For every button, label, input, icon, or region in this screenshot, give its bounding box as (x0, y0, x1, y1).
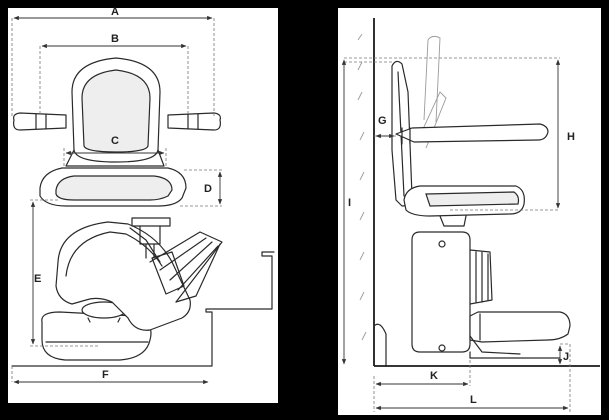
side-carriage (411, 231, 471, 353)
dimension-label-c: C (111, 135, 119, 147)
front-floor-stair-profile (11, 251, 275, 367)
front-footrest (41, 311, 152, 361)
dimension-label-k: K (430, 370, 438, 382)
front-rail (149, 231, 223, 303)
dimension-label-e: E (34, 273, 41, 285)
dimension-label-f: F (102, 369, 109, 381)
front-carriage-body (55, 221, 191, 331)
dimension-label-a: A (111, 6, 119, 18)
dimension-label-h: H (567, 131, 575, 143)
dimension-label-b: B (111, 33, 119, 45)
front-seat-swivel (131, 217, 171, 227)
dimension-label-i: I (348, 197, 351, 209)
front-right-armrest (167, 112, 221, 131)
front-seat-cushion (55, 175, 173, 201)
front-view: A B C D E F (11, 6, 275, 385)
front-left-armrest (13, 112, 67, 131)
dimension-label-j: J (563, 351, 569, 363)
side-armrest (395, 123, 549, 143)
dimension-label-d: D (204, 183, 212, 195)
side-footrest (469, 311, 571, 343)
dimension-label-l: L (470, 394, 477, 406)
side-seat-cushion (425, 191, 520, 207)
dimension-label-g: G (378, 115, 387, 127)
side-view: I H G J K L (341, 18, 600, 412)
